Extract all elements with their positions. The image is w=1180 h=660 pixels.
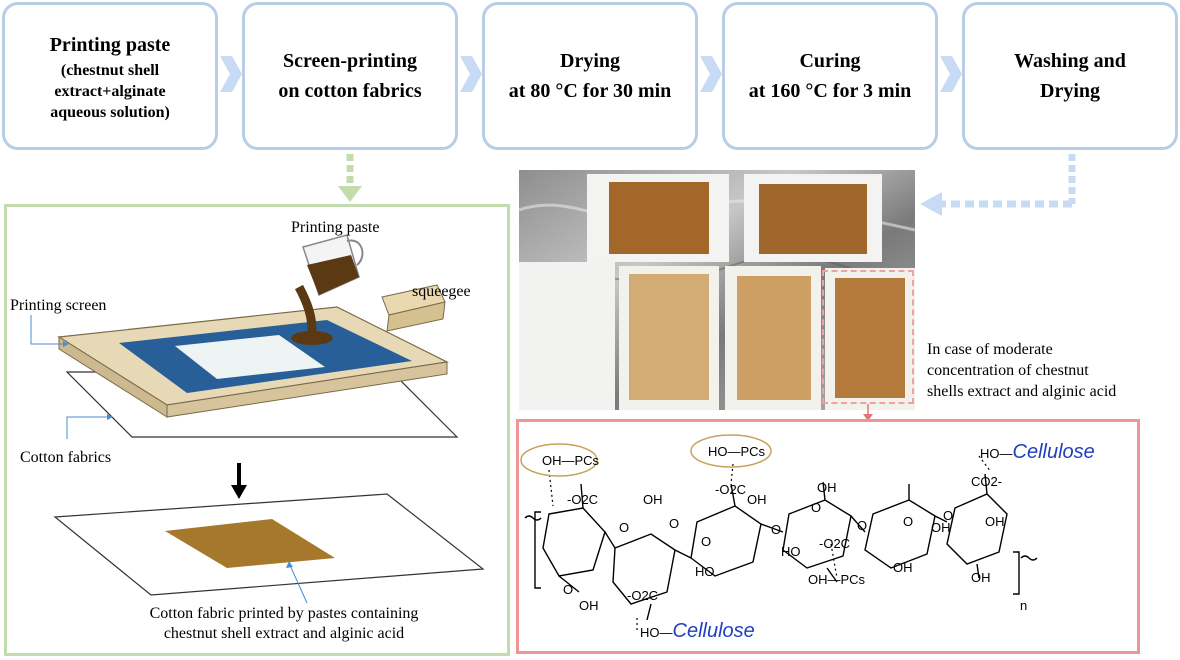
chevron-right-icon	[700, 56, 722, 92]
svg-text:-O2C: -O2C	[715, 482, 746, 497]
selected-sample-highlight	[822, 270, 914, 404]
repeat-unit-subscript: n	[1020, 598, 1028, 613]
screen-printing-panel	[4, 204, 510, 656]
cellulose-bottom-label: Cellulose	[672, 620, 755, 642]
svg-text:HO: HO	[695, 564, 715, 579]
hydrogen-bond-label-3: OH—PCs	[808, 572, 866, 587]
step-1-detail-2: extract+alginate	[54, 82, 166, 100]
step-5-detail: Drying	[1040, 80, 1100, 102]
svg-text:OH: OH	[893, 560, 913, 575]
step-2-title: Screen-printing	[282, 50, 418, 72]
cellulose-bottom-prefix: HO—	[640, 625, 673, 640]
svg-text:-O2C: -O2C	[567, 492, 598, 507]
photo-note-line-3: shells extract and alginic acid	[927, 383, 1117, 400]
step-3-detail: at 80 °C for 30 min	[508, 80, 672, 102]
svg-text:O: O	[669, 516, 679, 531]
hydrogen-bond-label-1: OH—PCs	[542, 453, 600, 468]
chevron-right-icon	[460, 56, 482, 92]
squeegee-icon	[381, 284, 446, 332]
screen-printing-illustration	[30, 234, 485, 604]
step-printing-paste: Printing paste (chestnut shell extract+a…	[2, 2, 218, 150]
photo-note-line-2: concentration of chestnut	[927, 362, 1089, 379]
down-arrow-icon	[863, 404, 873, 421]
step-1-detail-3: aqueous solution)	[50, 103, 170, 121]
step-screen-printing: Screen-printing on cotton fabrics	[242, 2, 458, 150]
svg-text:O: O	[771, 522, 781, 537]
step-3-title: Drying	[560, 50, 620, 72]
step-4-title: Curing	[799, 50, 861, 72]
cellulose-top-prefix: HO—	[980, 446, 1013, 461]
printed-fabric-caption: Cotton fabric printed by pastes containi…	[84, 604, 484, 644]
printed-fabric-caption-line-2: chestnut shell extract and alginic acid	[163, 625, 405, 642]
svg-text:-O2C: -O2C	[819, 536, 850, 551]
step-curing: Curing at 160 °C for 3 min	[722, 2, 938, 150]
chevron-right-icon	[940, 56, 962, 92]
hydrogen-bond-label-2: HO—PCs	[708, 444, 766, 459]
svg-text:OH: OH	[747, 492, 767, 507]
printing-screen-label: Printing screen	[10, 297, 107, 314]
photo-note-line-1: In case of moderate	[927, 341, 1053, 358]
svg-text:OH: OH	[579, 598, 599, 613]
dashed-return-arrow-icon	[920, 154, 1076, 216]
squeegee-label: squeegee	[412, 283, 471, 300]
step-5-title: Washing and	[1014, 50, 1126, 72]
svg-text:O: O	[903, 514, 913, 529]
svg-text:OH: OH	[985, 514, 1005, 529]
step-drying: Drying at 80 °C for 30 min	[482, 2, 698, 150]
beaker-icon	[302, 234, 364, 297]
cellulose-bottom: HO—Cellulose	[640, 620, 755, 643]
svg-text:-O2C: -O2C	[627, 588, 658, 603]
step-1-title: Printing paste	[49, 33, 171, 56]
svg-text:O: O	[857, 518, 867, 533]
cotton-fabrics-label: Cotton fabrics	[20, 449, 112, 466]
step-washing-drying: Washing and Drying	[962, 2, 1178, 150]
svg-text:OH: OH	[643, 492, 663, 507]
chevron-right-icon	[220, 56, 242, 92]
svg-text:O: O	[811, 500, 821, 515]
step-1-detail-1: (chestnut shell	[60, 61, 160, 79]
fabric-samples-photo	[519, 170, 915, 410]
svg-text:OH: OH	[931, 520, 951, 535]
svg-text:O: O	[701, 534, 711, 549]
alginate-structure-diagram: -O2C -O2C CO2- -O2C -O2C OH OH OH OH O O…	[520, 434, 1038, 632]
cellulose-top-label: Cellulose	[1012, 441, 1095, 463]
svg-text:O: O	[619, 520, 629, 535]
photo-note: In case of moderate concentration of che…	[927, 339, 1116, 402]
cellulose-top: HO—Cellulose	[980, 441, 1095, 464]
chemical-structure-panel	[516, 419, 1140, 654]
svg-text:HO: HO	[781, 544, 801, 559]
svg-text:O: O	[563, 582, 573, 597]
step-2-detail: on cotton fabrics	[278, 80, 422, 102]
svg-text:OH: OH	[817, 480, 837, 495]
svg-text:O: O	[943, 508, 953, 523]
dashed-down-arrow-icon	[338, 154, 362, 202]
printed-fabric-caption-line-1: Cotton fabric printed by pastes containi…	[149, 605, 419, 622]
svg-text:OH: OH	[971, 570, 991, 585]
svg-text:CO2-: CO2-	[971, 474, 1002, 489]
printing-paste-label: Printing paste	[291, 219, 380, 236]
step-4-detail: at 160 °C for 3 min	[748, 80, 912, 102]
